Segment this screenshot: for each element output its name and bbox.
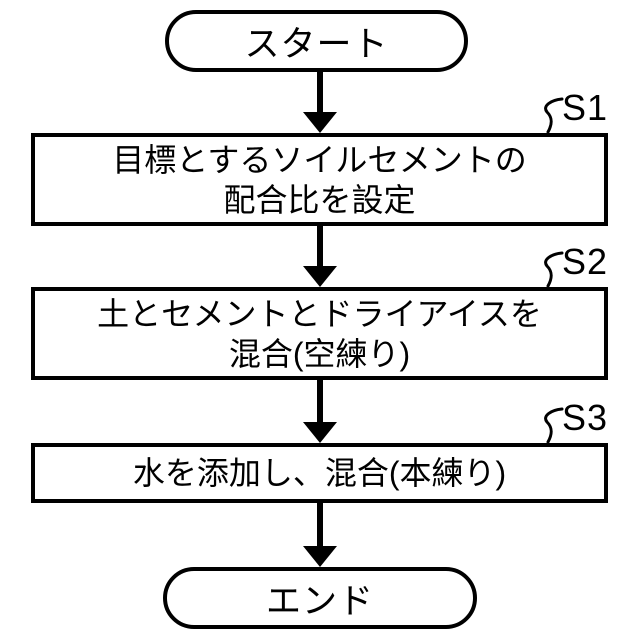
arrow-s2-to-s3 xyxy=(303,380,337,443)
step-s1-leader-squiggle xyxy=(544,97,564,134)
end-terminal: エンド xyxy=(163,567,477,629)
process-s1-line1: 目標とするソイルセメントの xyxy=(112,141,527,178)
arrow-head-icon xyxy=(303,546,337,567)
arrow-s3-to-end xyxy=(303,503,337,567)
process-box-s3: 水を添加し、混合(本練り) xyxy=(31,443,608,503)
start-terminal: スタート xyxy=(165,10,468,72)
step-s3-leader-squiggle xyxy=(544,407,564,444)
process-s2-line1: 土とセメントとドライアイスを xyxy=(97,295,542,332)
arrow-start-to-s1 xyxy=(303,72,337,133)
arrow-head-icon xyxy=(303,422,337,443)
process-s1-line2: 配合比を設定 xyxy=(223,181,416,218)
process-s3-line1: 水を添加し、混合(本練り) xyxy=(132,455,507,491)
arrow-shaft xyxy=(317,72,323,114)
step-s2-label: S2 xyxy=(562,241,609,282)
step-s2-leader-squiggle xyxy=(544,251,564,288)
step-s1-label: S1 xyxy=(562,87,609,128)
arrow-shaft xyxy=(317,503,323,548)
process-s2-line2: 混合(空練り) xyxy=(228,335,411,372)
arrow-shaft xyxy=(317,226,323,268)
process-box-s2: 土とセメントとドライアイスを 混合(空練り) xyxy=(31,287,608,380)
end-terminal-label: エンド xyxy=(265,581,374,621)
arrow-head-icon xyxy=(303,112,337,133)
arrow-head-icon xyxy=(303,266,337,287)
start-terminal-label: スタート xyxy=(244,24,389,64)
process-box-s1: 目標とするソイルセメントの 配合比を設定 xyxy=(31,133,608,226)
arrow-s1-to-s2 xyxy=(303,226,337,287)
arrow-shaft xyxy=(317,380,323,424)
step-s3-label: S3 xyxy=(562,397,609,438)
